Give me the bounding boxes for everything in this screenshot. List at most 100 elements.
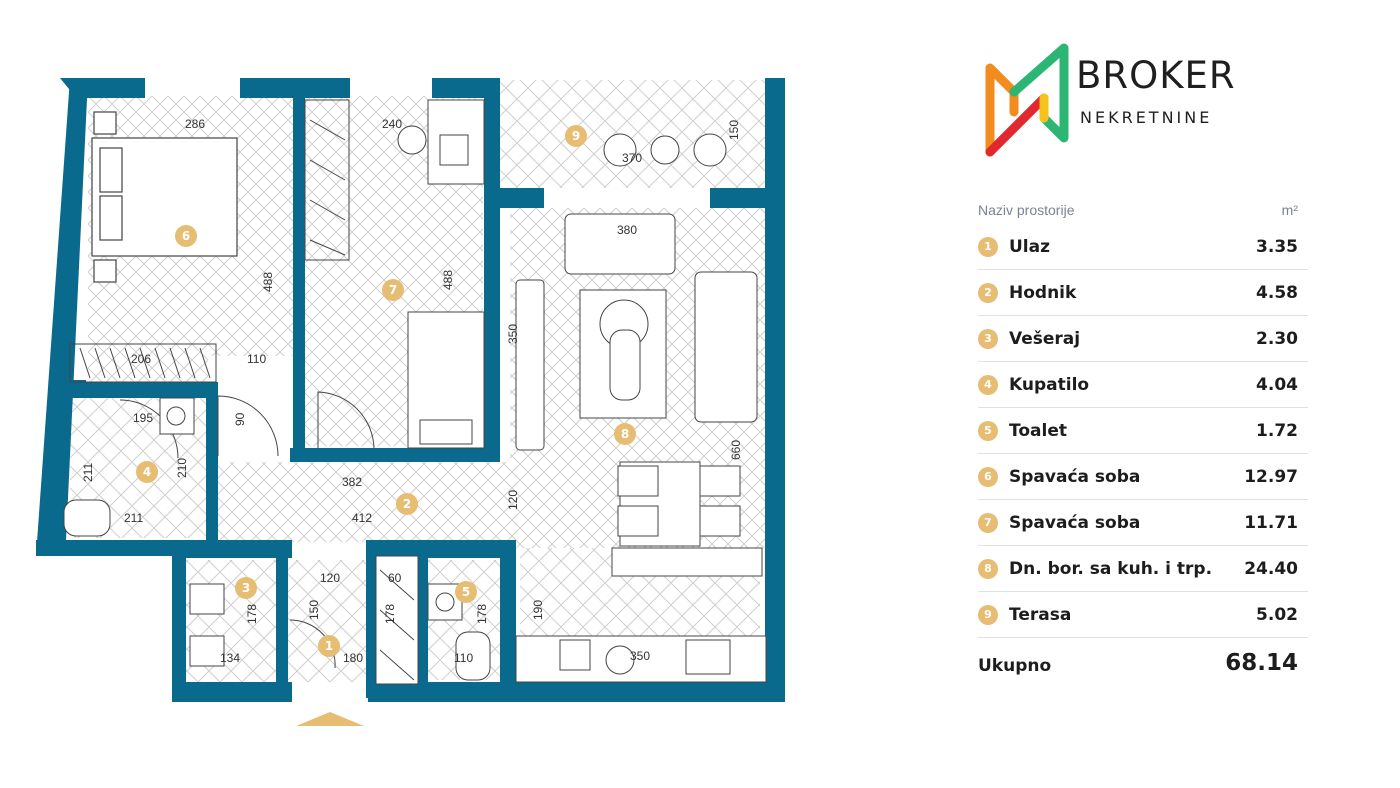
room-number-2: 2 [403,497,411,511]
row-room-name: Ulaz [1009,236,1050,257]
entrance-arrow [296,712,364,726]
broker-logo-icon [985,43,1069,157]
dimension-label: 240 [382,117,402,131]
dimension-label: 488 [441,270,455,290]
row-room-area: 3.35 [1256,236,1298,257]
dimension-label: 110 [247,352,266,366]
doors [119,391,375,669]
table-row: 4 Kupatilo 4.04 [978,362,1308,408]
row-room-area: 4.58 [1256,282,1298,303]
row-room-name: Spavaća soba [1009,512,1141,533]
bed [91,111,238,283]
dimension-label: 178 [475,604,489,624]
dimension-label: 180 [343,651,363,665]
dimension-label: 488 [261,272,275,292]
row-room-area: 4.04 [1256,374,1298,395]
row-number: 5 [978,420,998,441]
dimension-label: 60 [388,571,402,585]
single-bed [407,311,485,449]
room-badge-2 [396,493,418,515]
desk [397,99,485,185]
row-number: 8 [978,558,998,579]
wardrobe [69,343,217,383]
dimension-label: 206 [131,352,151,366]
dimension-label: 660 [729,440,743,460]
table-row: 2 Hodnik 4.58 [978,270,1308,316]
room-number-9: 9 [572,129,580,143]
dimension-label: 412 [352,511,372,525]
room-number-5: 5 [462,585,470,599]
row-number: 9 [978,604,998,625]
dimension-label: 120 [506,490,520,510]
walls [36,78,785,702]
room-badge-6 [175,225,197,247]
living-furniture [515,213,758,547]
table-header: Naziv prostorije m² [978,196,1308,224]
row-number: 6 [978,466,998,487]
room-number-6: 6 [182,229,190,243]
terrace-furniture [603,133,727,167]
dimension-label: 178 [245,604,259,624]
brand-logo: BROKER NEKRETNINE [980,40,1280,160]
row-number: 3 [978,328,998,349]
brand-name: BROKER [1076,54,1236,97]
dimension-labels: 286 240 370 150 380 488 488 350 206 110 … [81,117,743,665]
table-row: 6 Spavaća soba 12.97 [978,454,1308,500]
row-number: 4 [978,374,998,395]
table-total-row: Ukupno 68.14 [978,638,1308,688]
row-room-area: 5.02 [1256,604,1298,625]
total-value: 68.14 [1225,650,1298,676]
floor-plan: 1 2 3 4 5 6 7 8 9 286 240 370 150 380 48… [36,78,785,726]
table-row: 7 Spavaća soba 11.71 [978,500,1308,546]
dimension-label: 210 [175,458,189,478]
dimension-label: 211 [81,463,95,482]
row-room-name: Toalet [1009,420,1067,441]
row-room-name: Kupatilo [1009,374,1090,395]
row-room-name: Hodnik [1009,282,1077,303]
room-badge-9 [565,125,587,147]
dimension-label: 350 [630,649,650,663]
total-label: Ukupno [978,656,1052,676]
room-badge-8 [614,423,636,445]
wardrobe-room7 [304,99,350,261]
room-number-7: 7 [389,283,397,297]
table-row: 3 Vešeraj 2.30 [978,316,1308,362]
dimension-label: 382 [342,475,362,489]
room-number-3: 3 [242,581,250,595]
kitchen [515,547,767,683]
row-room-area: 2.30 [1256,328,1298,349]
row-room-area: 1.72 [1256,420,1298,441]
table-row: 1 Ulaz 3.35 [978,224,1308,270]
row-room-name: Dn. bor. sa kuh. i trp. [1009,558,1213,579]
header-area-unit: m² [1281,202,1298,218]
room-badge-1 [318,635,340,657]
dimension-label: 370 [622,151,642,165]
brand-subtitle: NEKRETNINE [1080,108,1213,127]
row-room-area: 11.71 [1244,512,1298,533]
dimension-label: 178 [383,604,397,624]
row-room-name: Spavaća soba [1009,466,1141,487]
room-badges: 1 2 3 4 5 6 7 8 9 [136,125,636,657]
row-number: 1 [978,236,998,257]
dimension-label: 150 [727,120,741,140]
room-badge-4 [136,461,158,483]
dimension-label: 211 [124,511,143,525]
room-number-1: 1 [325,639,333,653]
table-row: 5 Toalet 1.72 [978,408,1308,454]
dimension-label: 380 [617,223,637,237]
row-room-area: 24.40 [1244,558,1298,579]
table-row: 9 Terasa 5.02 [978,592,1308,638]
room-badge-7 [382,279,404,301]
dimension-label: 120 [320,571,340,585]
row-number: 7 [978,512,998,533]
dimension-label: 134 [220,651,240,665]
dimension-label: 286 [185,117,205,131]
dimension-label: 195 [133,411,153,425]
row-room-name: Vešeraj [1009,328,1081,349]
room-number-4: 4 [143,465,151,479]
bathroom-fixtures [63,397,491,685]
room-number-8: 8 [621,427,629,441]
dimension-label: 350 [506,324,520,344]
dimension-label: 190 [531,600,545,620]
room-badge-3 [235,577,257,599]
